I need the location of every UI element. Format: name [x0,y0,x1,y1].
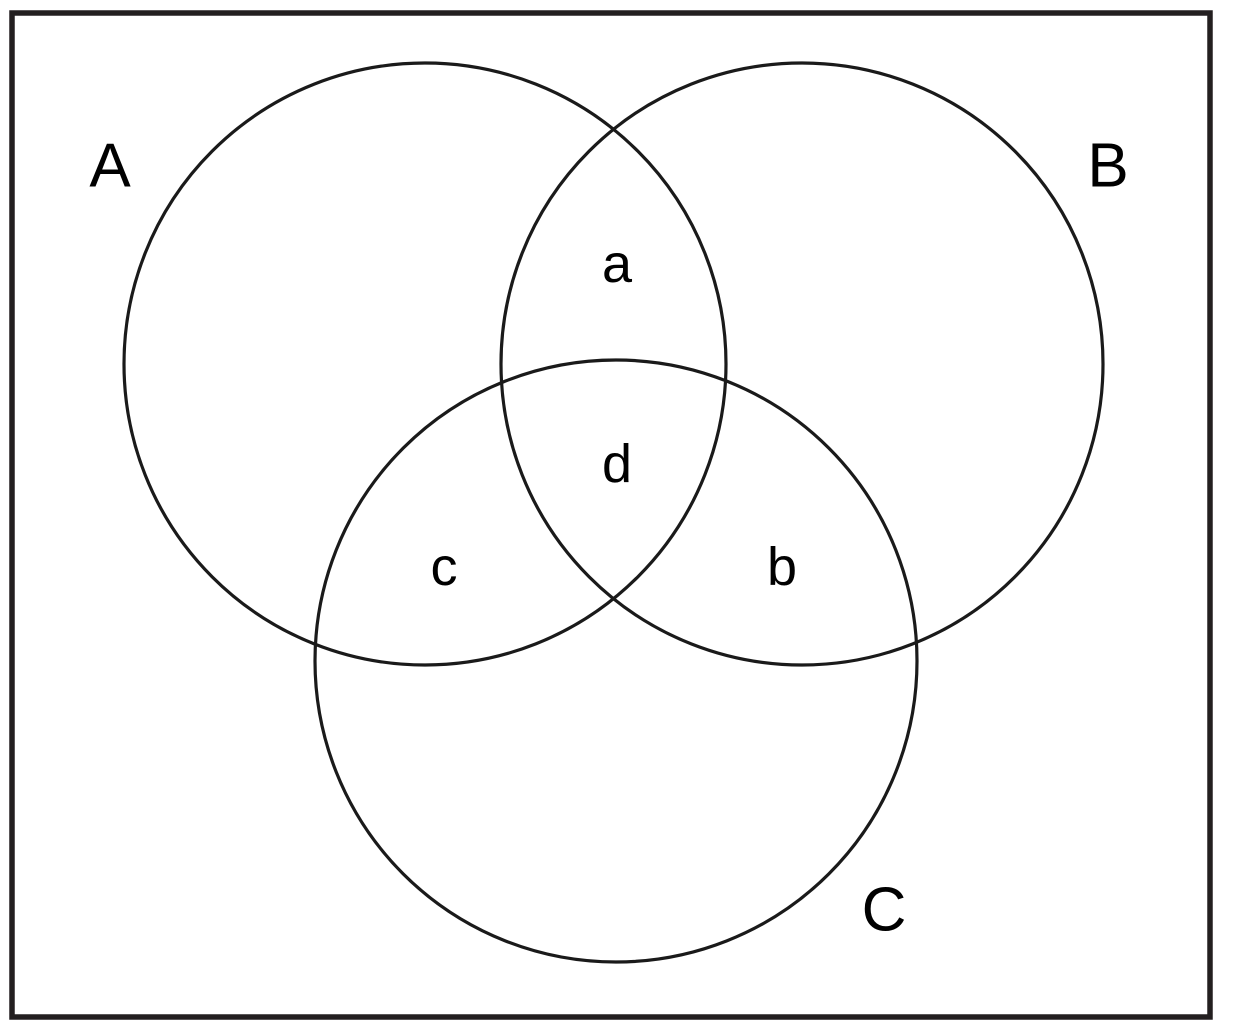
set-label-a: A [89,132,131,201]
region-label-a-intersect-b: a [602,234,633,294]
set-circle-c[interactable] [313,358,919,964]
region-label-a-intersect-c: c [431,537,458,597]
set-circle-a[interactable] [122,61,728,667]
region-label-a-intersect-b-intersect-c: d [602,434,632,494]
region-label-b-intersect-c: b [767,537,797,597]
set-circle-b[interactable] [499,61,1105,667]
universe-border [9,10,1213,1020]
set-label-c: C [862,876,907,945]
set-label-b: B [1087,132,1128,201]
